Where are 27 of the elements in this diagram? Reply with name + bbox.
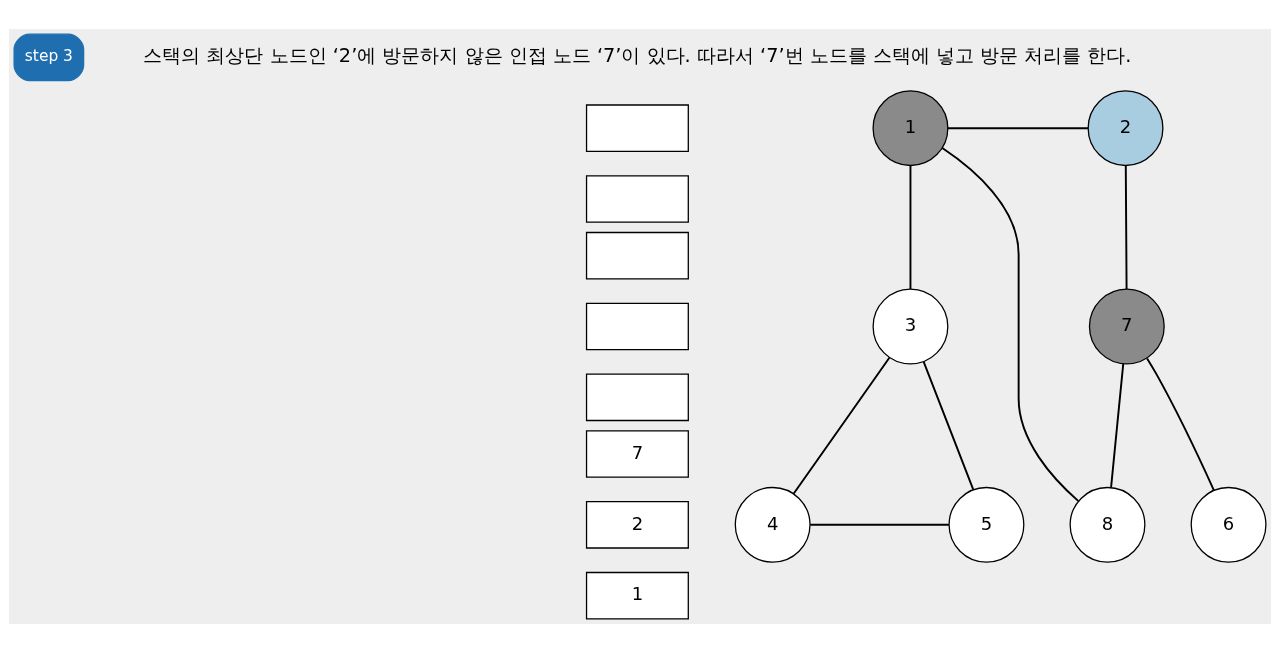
node-circle: 2 bbox=[1087, 90, 1164, 167]
connector bbox=[941, 147, 1080, 503]
node-circle: 1 bbox=[872, 90, 949, 167]
connector bbox=[1124, 164, 1128, 290]
node-box: 2 bbox=[585, 501, 689, 549]
node-box: 1 bbox=[585, 571, 689, 620]
label: 스택의 최상단 노드인 ‘2’에 방문하지 않은 인접 노드 ‘7’이 있다. 따라서 ‘7’번 노드를 스택에 넣고 방문 처리를 한다. bbox=[143, 43, 1132, 67]
connector bbox=[922, 360, 975, 491]
node-box bbox=[585, 373, 689, 422]
connector bbox=[946, 127, 1089, 130]
node-circle: 8 bbox=[1069, 486, 1146, 563]
connector bbox=[1146, 357, 1215, 492]
node-circle: 6 bbox=[1190, 486, 1267, 563]
connector bbox=[792, 356, 891, 495]
node-box bbox=[585, 302, 689, 351]
connector bbox=[809, 523, 950, 526]
node-circle: 7 bbox=[1088, 288, 1165, 365]
node-box bbox=[585, 175, 689, 223]
node-circle: 3 bbox=[872, 288, 949, 365]
node-box bbox=[585, 231, 689, 280]
node-circle: 5 bbox=[948, 486, 1025, 563]
connector bbox=[1110, 362, 1125, 489]
node-box: step 3 bbox=[13, 33, 85, 82]
connector bbox=[909, 164, 912, 290]
node-circle: 4 bbox=[734, 486, 811, 563]
node-box bbox=[585, 104, 689, 152]
node-box: 7 bbox=[585, 430, 689, 478]
